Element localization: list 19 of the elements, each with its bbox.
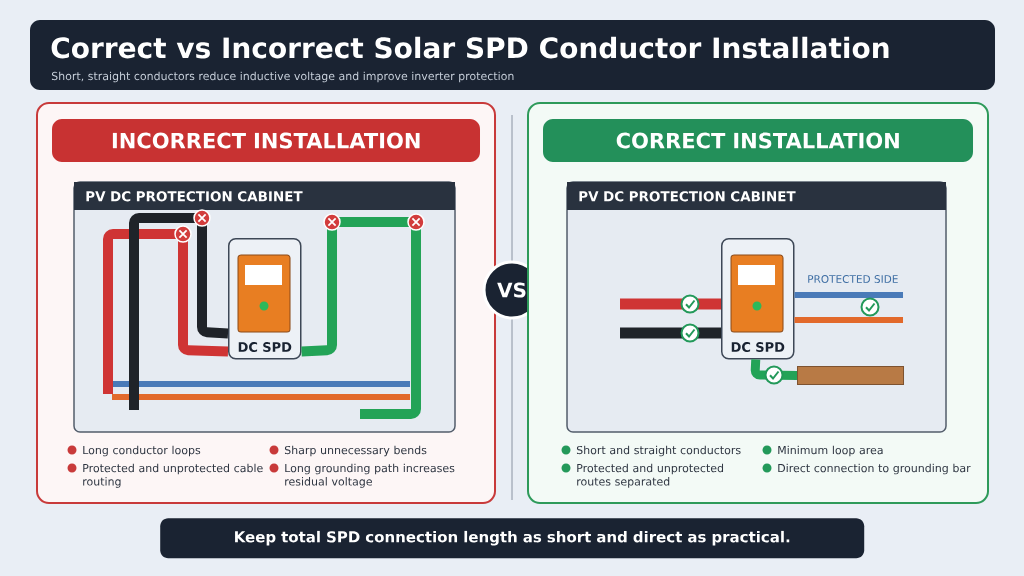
wire (103, 229, 229, 394)
list-item: Short and straight conductors (576, 445, 741, 457)
title: Correct vs Incorrect Solar SPD Conductor Installation (51, 36, 889, 59)
wire (750, 359, 798, 380)
side-label: PROTECTED SIDE (808, 275, 898, 283)
list-item: Minimum loop area (778, 445, 883, 457)
list-item: Direct connection to grounding bar (778, 463, 971, 475)
banner: Keep total SPD connection length as short and direct as practical. (160, 518, 865, 559)
wire (620, 298, 721, 310)
list-item: Protected and unprotected routes separated (577, 463, 723, 488)
list-item: Sharp unnecessary bends (284, 445, 427, 457)
list-item: Long conductor loops (83, 445, 201, 457)
wire (129, 213, 229, 410)
grounding-bar (797, 366, 904, 385)
list-item: Long grounding path increases residual voltage (285, 463, 455, 488)
wire (301, 217, 421, 419)
subtitle: Short, straight conductors reduce inductive voltage and improve inverter protection (51, 71, 514, 83)
list-item: Protected and unprotected cable routing (83, 463, 263, 488)
wire (620, 327, 721, 339)
